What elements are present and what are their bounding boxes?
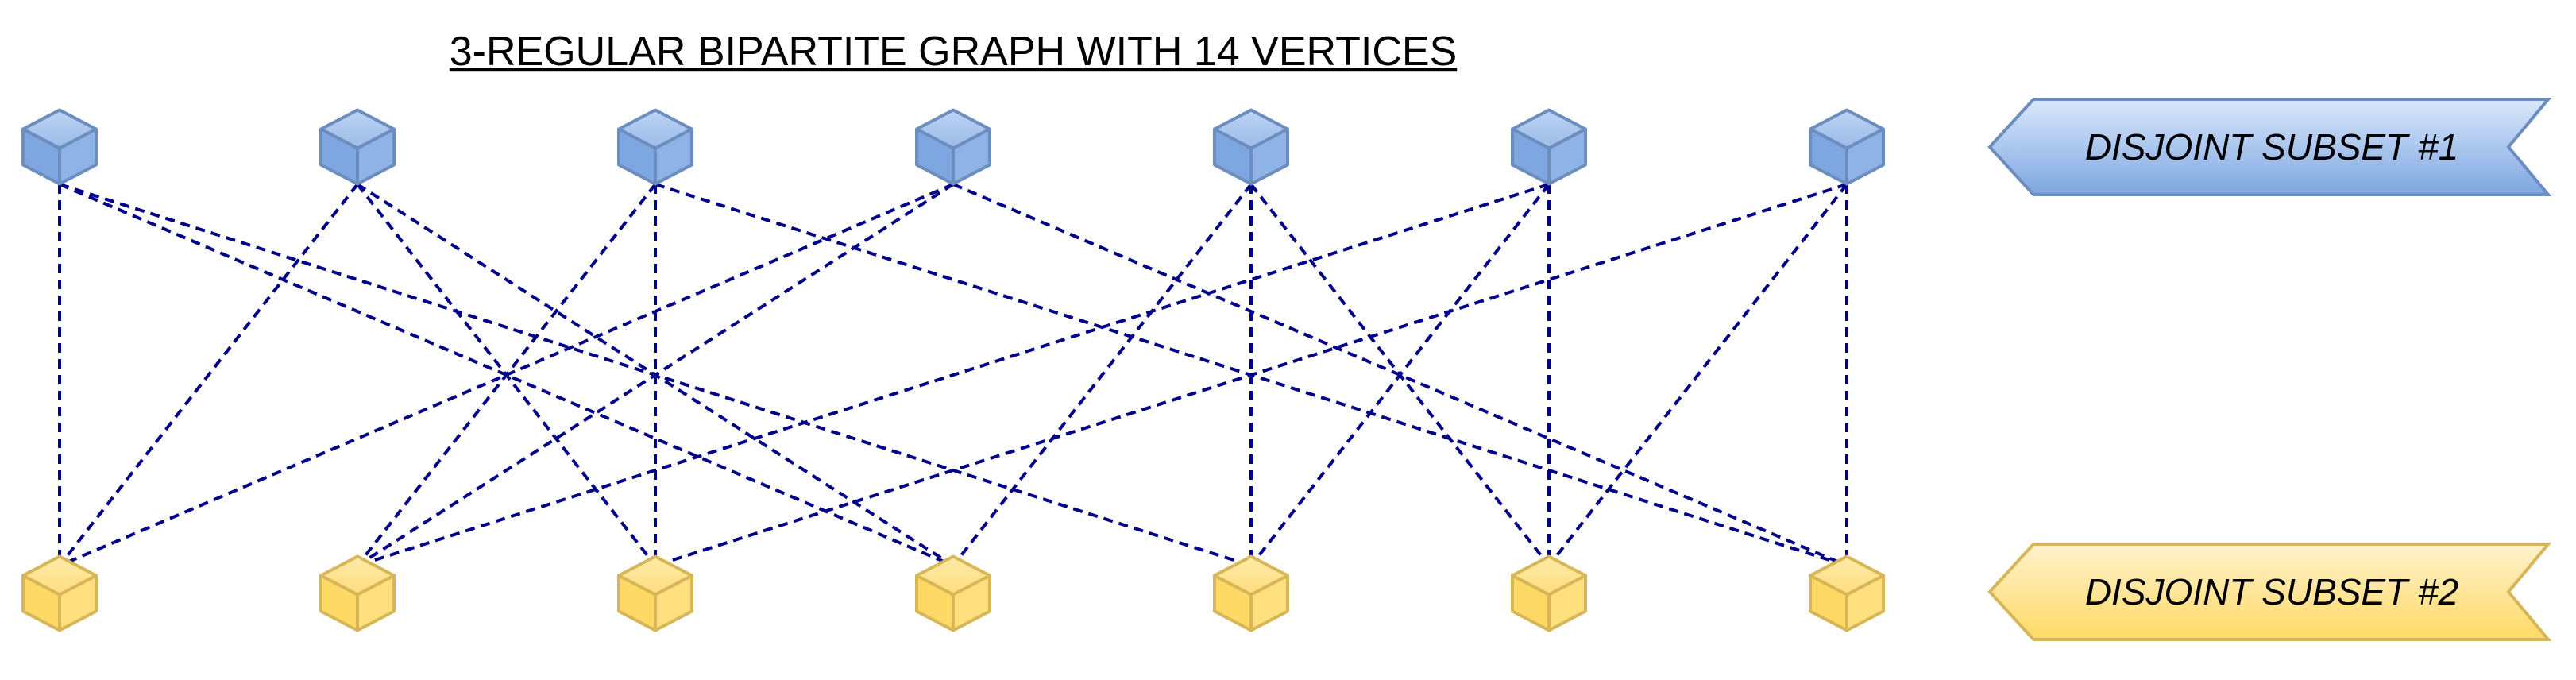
vertex-subset-1-5-cube-icon: [1213, 108, 1289, 186]
banner-subset-2-shape: [1987, 543, 2552, 641]
vertex-subset-1-2-cube-icon: [319, 108, 396, 186]
banner-subset-1-label: DISJOINT SUBSET #1: [2085, 126, 2458, 168]
vertex-subset-1-6-cube-icon: [1511, 108, 1587, 186]
vertex-subset-1-7-cube-icon: [1809, 108, 1885, 186]
edge-6-2: [357, 183, 1550, 567]
edge-6-5: [1249, 183, 1551, 567]
vertex-subset-1-4-cube-icon: [915, 108, 991, 186]
vertex-subset-2-3-cube-icon: [617, 554, 693, 632]
edge-7-6: [1547, 183, 1848, 567]
edges-layer: [58, 183, 1848, 567]
banner-subset-2: DISJOINT SUBSET #2: [1987, 543, 2552, 641]
vertex-subset-2-2-cube-icon: [319, 554, 396, 632]
edge-4-2: [356, 183, 955, 567]
vertex-subset-2-1-cube-icon: [21, 554, 98, 632]
vertex-subset-1-3-cube-icon: [617, 108, 693, 186]
page-title: 3-REGULAR BIPARTITE GRAPH WITH 14 VERTIC…: [450, 29, 1458, 75]
banner-subset-1-shape: [1987, 98, 2552, 196]
vertex-subset-2-4-cube-icon: [915, 554, 991, 632]
vertices-layer: [21, 108, 1885, 632]
edge-7-3: [655, 183, 1848, 567]
vertex-subset-2-5-cube-icon: [1213, 554, 1289, 632]
vertex-subset-2-6-cube-icon: [1511, 554, 1587, 632]
edge-5-4: [952, 183, 1253, 567]
vertex-subset-1-1-cube-icon: [21, 108, 98, 186]
banner-subset-2-label: DISJOINT SUBSET #2: [2085, 571, 2458, 612]
edge-2-1: [58, 183, 359, 567]
vertex-subset-2-7-cube-icon: [1809, 554, 1885, 632]
banner-subset-1: DISJOINT SUBSET #1: [1987, 98, 2552, 196]
edge-4-1: [59, 183, 954, 567]
